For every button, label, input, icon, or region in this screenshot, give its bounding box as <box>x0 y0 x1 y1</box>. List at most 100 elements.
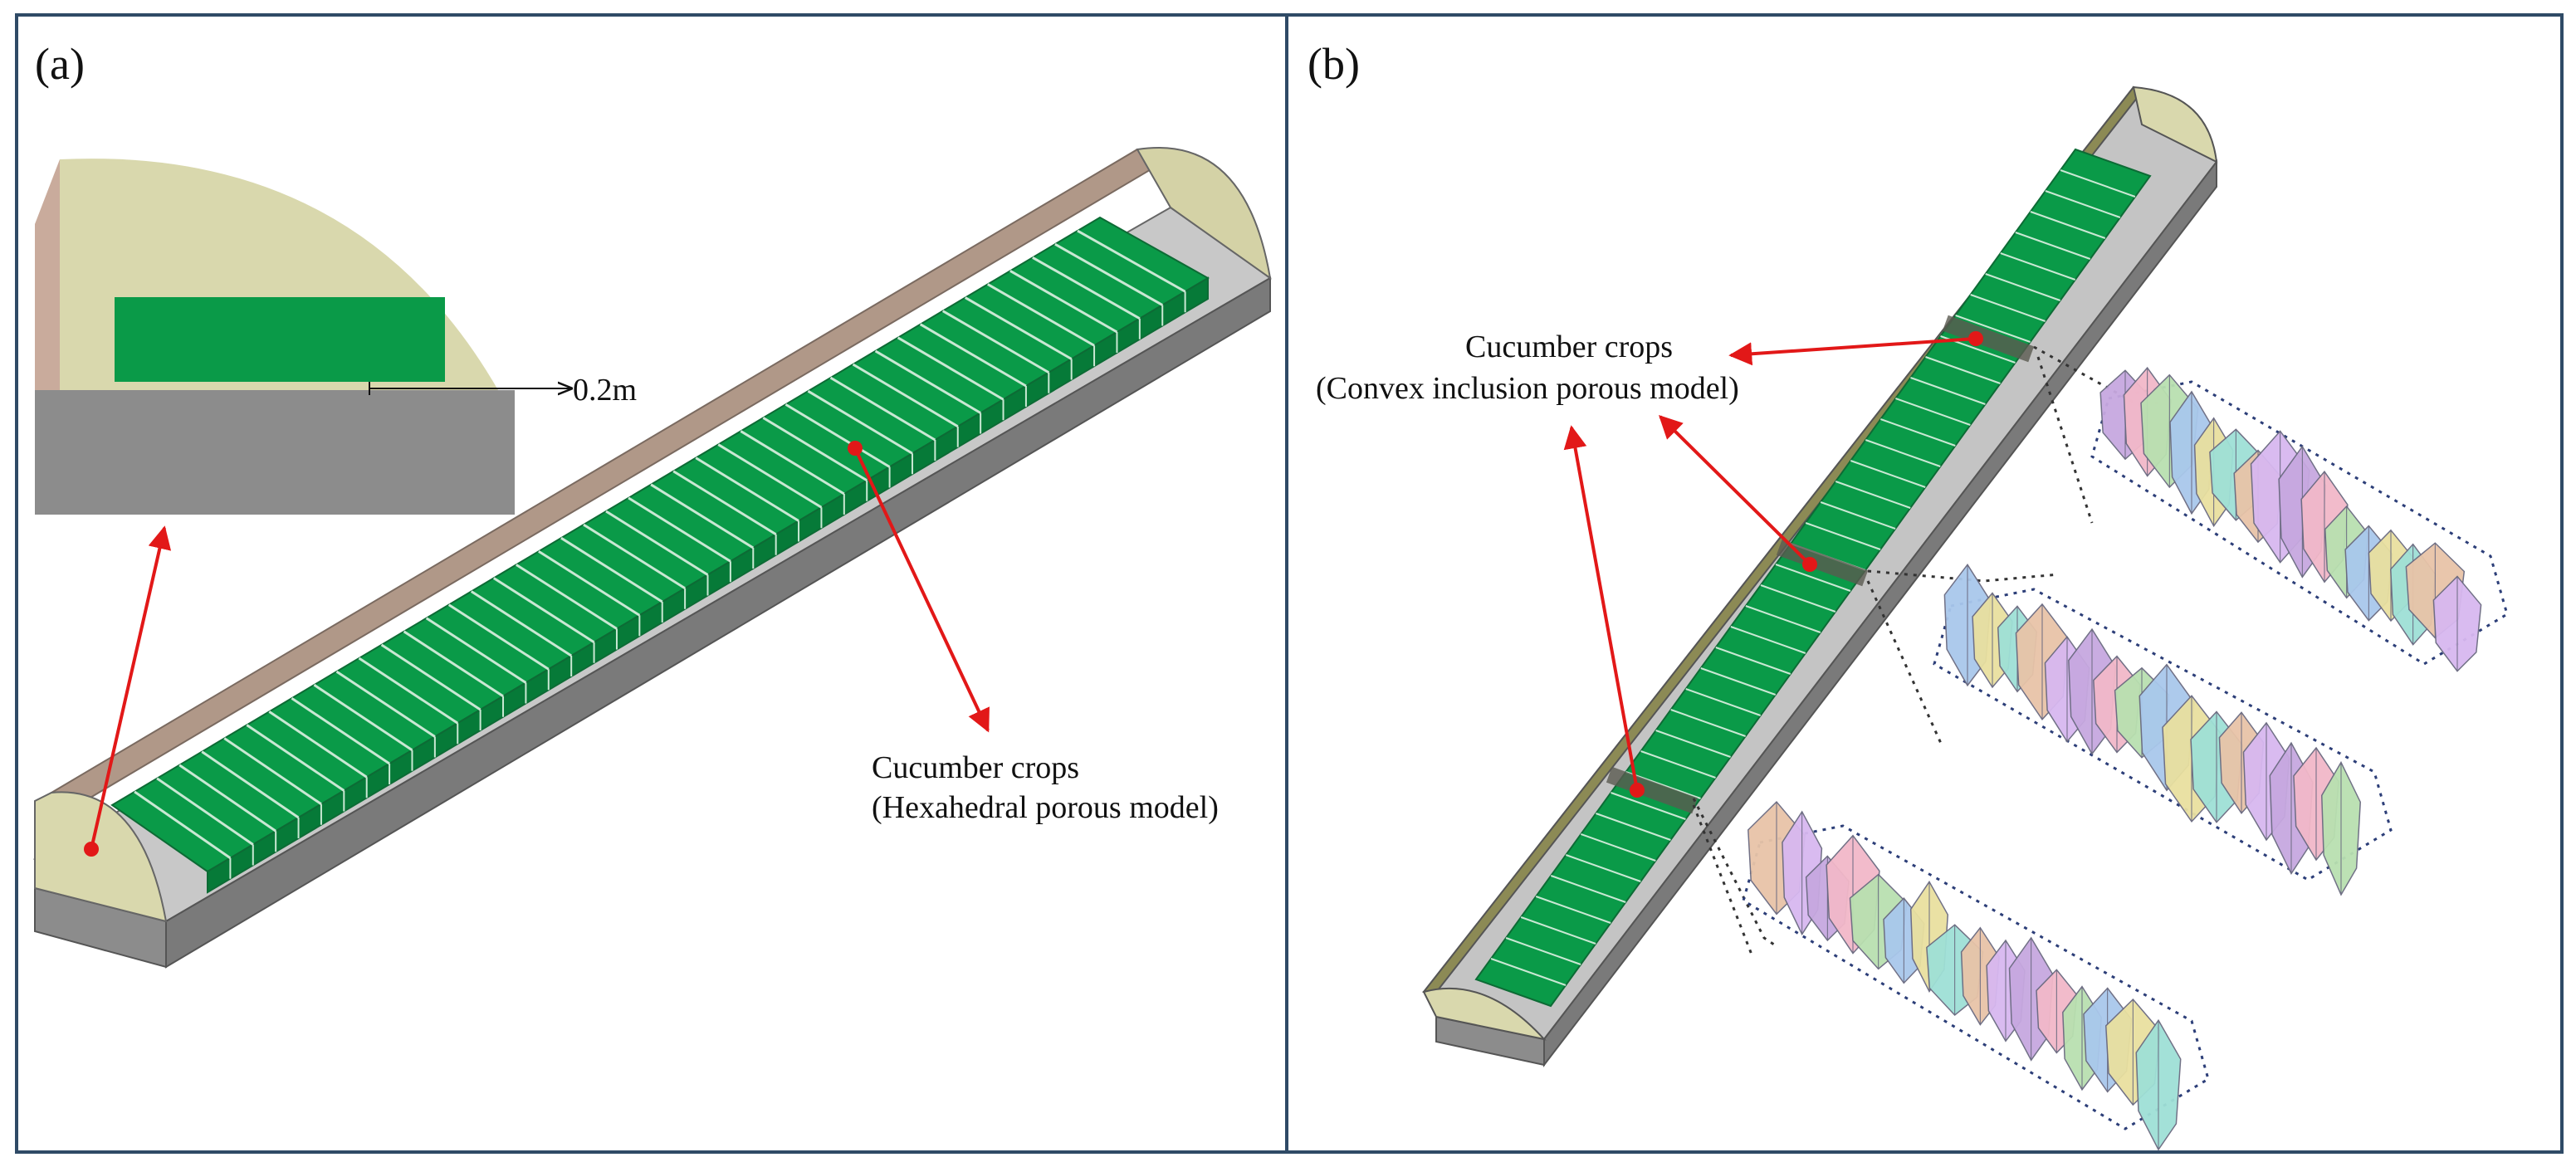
crop-divider-line <box>156 777 254 846</box>
crop-divider-line <box>1625 771 1701 799</box>
crop-divider-line <box>492 577 595 644</box>
crop-divider-line <box>1077 229 1186 293</box>
crop-divider-line <box>1700 667 1777 696</box>
crop-divider-line <box>134 790 232 859</box>
crop-divider-line <box>1910 377 1986 405</box>
guide-2 <box>1867 569 2060 583</box>
crop-divider-line <box>178 764 277 833</box>
crop-block-dividers-b <box>1490 169 2136 986</box>
crop-divider-line <box>964 296 1073 360</box>
crop-divider-line <box>1730 626 1806 654</box>
crop-divider-line <box>1054 242 1163 306</box>
far-end-wall <box>1136 146 1272 281</box>
crop-divider-line <box>874 349 981 414</box>
crop-divider-line <box>1611 792 1686 820</box>
annotation-arrow-to-crop-label <box>853 447 990 733</box>
crop-label-b-line-1: Cucumber crops <box>1465 330 1673 364</box>
crop-divider-line <box>358 657 459 725</box>
crop-divider-line <box>852 363 959 428</box>
crop-divider-line <box>2060 169 2136 198</box>
crop-divider-line <box>1670 709 1746 737</box>
crop-block-dividers <box>134 229 1186 879</box>
crop-divider-line <box>672 470 777 536</box>
magnified-box-outline <box>1742 824 2210 1130</box>
crop-divider-line <box>1895 398 1971 426</box>
panel-b: (b) <box>1308 39 2509 1151</box>
inclusion-strip-3 <box>1606 766 1699 814</box>
crop-divider-line <box>1985 273 2061 301</box>
annotation-arrow-b-2 <box>1659 415 1811 566</box>
crop-divider-line <box>516 564 618 630</box>
crop-divider-line <box>762 417 868 482</box>
magnified-box-1 <box>2090 366 2509 672</box>
crop-divider-line <box>1865 439 1941 467</box>
crop-divider-line <box>717 443 823 509</box>
crop-divider-line <box>2030 211 2106 239</box>
crop-divider-line <box>1009 270 1118 334</box>
panel-b-label: (b) <box>1308 39 1360 89</box>
crop-divider-line <box>560 536 663 603</box>
annotation-arrow-b-1 <box>1728 337 1977 366</box>
figure-frame <box>15 13 2564 1154</box>
crop-divider-line <box>1760 584 1836 613</box>
magnification-guides <box>1692 345 2159 955</box>
crop-divider-line <box>335 670 436 738</box>
crop-divider-line <box>246 724 345 792</box>
crop-divider-line <box>223 737 322 805</box>
crop-divider-line <box>1550 875 1626 903</box>
crop-divider-line <box>987 283 1095 347</box>
crop-divider-line <box>605 510 709 576</box>
crop-divider-line <box>313 683 413 751</box>
crop-divider-line <box>919 323 1027 388</box>
tunnel-b-near-end-wall <box>1422 987 1547 1041</box>
crop-label-line-2: (Hexahedral porous model) <box>872 790 1219 825</box>
magnified-box-2 <box>1933 564 2393 896</box>
crop-divider-line <box>1775 564 1851 592</box>
crop-divider-line <box>897 336 1004 401</box>
crop-divider-line <box>1850 460 1926 488</box>
magnified-box-outline <box>1933 588 2393 881</box>
inset-ground <box>35 390 515 515</box>
crop-divider-line <box>1596 813 1671 841</box>
guide-4 <box>2036 356 2094 524</box>
inset-crop-block <box>115 297 445 382</box>
crop-divider-line <box>403 630 504 698</box>
magnified-box-3 <box>1742 800 2210 1151</box>
crop-divider-line <box>650 483 755 549</box>
crop-label-b-line-2: (Convex inclusion porous model) <box>1316 371 1739 406</box>
inclusion-strip-1 <box>1942 315 2035 363</box>
tunnel-b-far-end-wall <box>2132 85 2218 164</box>
guide-5 <box>1866 580 1944 748</box>
magnified-views <box>1742 366 2509 1151</box>
crop-divider-line <box>1535 896 1611 924</box>
cross-section-inset: 0.2m <box>35 159 637 515</box>
crop-divider-line <box>1955 315 2031 343</box>
crop-divider-line <box>1640 750 1716 779</box>
crop-divider-line <box>2000 252 2076 281</box>
crop-divider-line <box>1490 958 1567 986</box>
crop-divider-line <box>695 457 799 522</box>
crop-divider-line <box>447 603 550 671</box>
crop-divider-line <box>1925 356 2001 384</box>
crop-divider-line <box>740 430 845 496</box>
crop-divider-line <box>1655 730 1731 758</box>
crop-divider-line <box>201 750 300 819</box>
guide-3 <box>1692 798 1777 948</box>
crop-divider-line <box>785 403 891 468</box>
crop-divider-line <box>1685 688 1762 716</box>
crop-divider-line <box>268 710 368 779</box>
crop-divider-line <box>380 643 481 711</box>
crop-divider-line <box>1880 418 1956 447</box>
inclusion-strip-2 <box>1776 539 1869 587</box>
greenhouse-tunnel-a <box>32 146 1272 969</box>
crop-divider-line <box>1520 916 1596 945</box>
crop-divider-line <box>1805 522 1881 550</box>
magnified-box-outline <box>2090 380 2509 666</box>
panel-a-label: (a) <box>35 39 85 89</box>
crop-divider-line <box>1581 833 1656 862</box>
crop-divider-line <box>2015 232 2091 260</box>
crop-divider-line <box>807 389 913 455</box>
crop-divider-line <box>1032 256 1141 320</box>
crop-divider-line <box>583 523 686 590</box>
